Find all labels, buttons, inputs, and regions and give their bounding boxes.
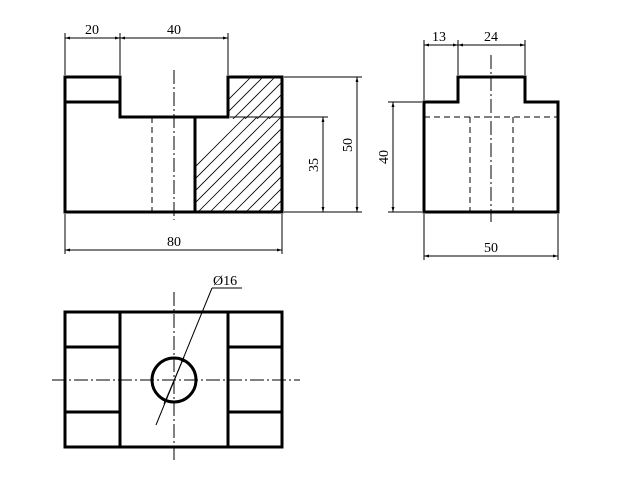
side-outline [422,75,560,214]
top-view: Ø16 [52,274,300,462]
dim-text-50-horizontal: 50 [484,241,498,256]
side-view: 13 24 40 50 [377,30,560,260]
front-outline [63,75,284,214]
dim-text-40-vertical: 40 [377,150,392,164]
dim-text-80: 80 [167,235,181,250]
diameter-arrow-line [163,356,185,405]
dim-text-35: 35 [307,158,322,172]
dim-text-diameter: Ø16 [213,274,237,289]
diameter-leader-line [155,287,213,426]
section-hatching [195,77,282,212]
dim-text-50-vertical: 50 [341,138,356,152]
dim-text-24: 24 [484,30,498,45]
front-view: 20 40 80 35 50 [63,23,362,254]
dim-text-13: 13 [432,30,446,45]
dim-text-40: 40 [167,23,181,38]
dim-text-20: 20 [85,23,99,38]
